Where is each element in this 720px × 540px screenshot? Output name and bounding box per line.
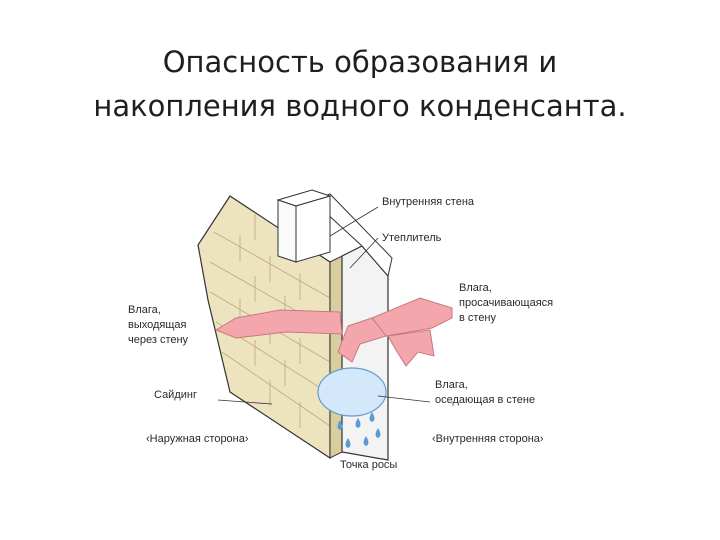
label-moisture-seeping-2: просачивающаяся — [459, 297, 553, 309]
label-moisture-out-1: Влага, — [128, 304, 161, 316]
label-siding: Сайдинг — [154, 389, 197, 401]
water-drops — [337, 412, 381, 448]
label-inner-wall: Внутренняя стена — [382, 196, 475, 208]
leader-lines — [217, 206, 431, 405]
moisture-seeping-arrows — [337, 297, 453, 367]
label-insulation: Утеплитель — [382, 232, 442, 244]
title-line-1: Опасность образования и — [162, 45, 558, 79]
moisture-out-arrow — [214, 309, 343, 339]
label-moisture-settling-1: Влага, — [435, 379, 468, 391]
slide-title: Опасность образования и накопления водно… — [40, 40, 680, 128]
label-outer-side: ‹Наружная сторона› — [146, 433, 249, 445]
title-line-2: накопления водного конденсанта. — [93, 89, 627, 123]
label-moisture-out-2: выходящая — [128, 319, 187, 331]
label-moisture-seeping-3: в стену — [459, 312, 497, 324]
label-moisture-seeping-1: Влага, — [459, 282, 492, 294]
label-dew-point: Точка росы — [340, 459, 397, 471]
label-inner-side: ‹Внутренняя сторона› — [432, 433, 544, 445]
insulation-stud — [276, 189, 332, 263]
dew-point-bubble — [317, 367, 387, 417]
label-moisture-settling-2: оседающая в стене — [435, 394, 535, 406]
label-moisture-out-3: через стену — [128, 334, 189, 346]
